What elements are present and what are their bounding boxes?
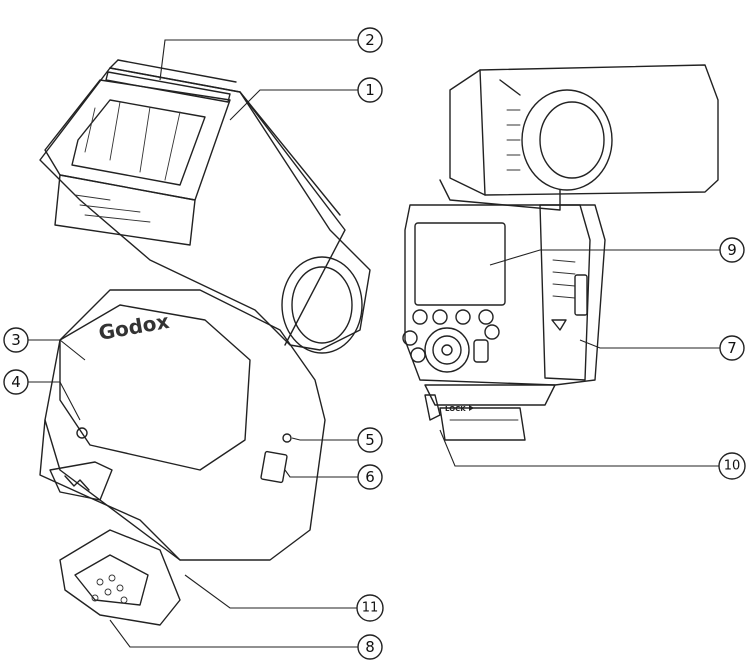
svg-text:3: 3 [11,331,21,349]
right-flash-illustration: LOCK [403,65,718,440]
callout-4: 4 [4,370,28,394]
callout-7: 7 [720,336,744,360]
svg-text:2: 2 [365,31,375,49]
usb-port [261,451,288,482]
battery-door [540,205,590,380]
flash-body [45,290,325,560]
callout-2: 2 [358,28,382,52]
callout-9: 9 [720,238,744,262]
brand-logo: Godox [97,309,171,345]
svg-text:11: 11 [362,601,379,616]
callout-8: 8 [358,635,382,659]
left-flash-illustration: Godox [40,60,370,625]
svg-text:5: 5 [365,431,375,449]
callout-1: 1 [358,78,382,102]
sync-port [283,434,291,442]
svg-text:7: 7 [727,339,737,357]
svg-text:4: 4 [11,373,21,391]
callout-3: 3 [4,328,28,352]
tilt-joint [282,257,362,353]
button-1 [413,310,427,324]
svg-text:1: 1 [365,81,375,99]
svg-text:10: 10 [724,459,741,474]
button-3 [456,310,470,324]
button-4 [479,310,493,324]
callout-11: 11 [357,595,383,621]
callout-6: 6 [358,465,382,489]
svg-text:6: 6 [365,468,375,486]
button-2 [433,310,447,324]
svg-text:8: 8 [365,638,375,656]
leader-lines [28,40,720,647]
callout-5: 5 [358,428,382,452]
power-switch [474,340,488,362]
callout-10: 10 [719,453,745,479]
lock-label: LOCK [445,405,466,413]
hot-shoe-foot [60,530,180,625]
svg-text:9: 9 [727,241,737,259]
select-dial [425,328,469,372]
